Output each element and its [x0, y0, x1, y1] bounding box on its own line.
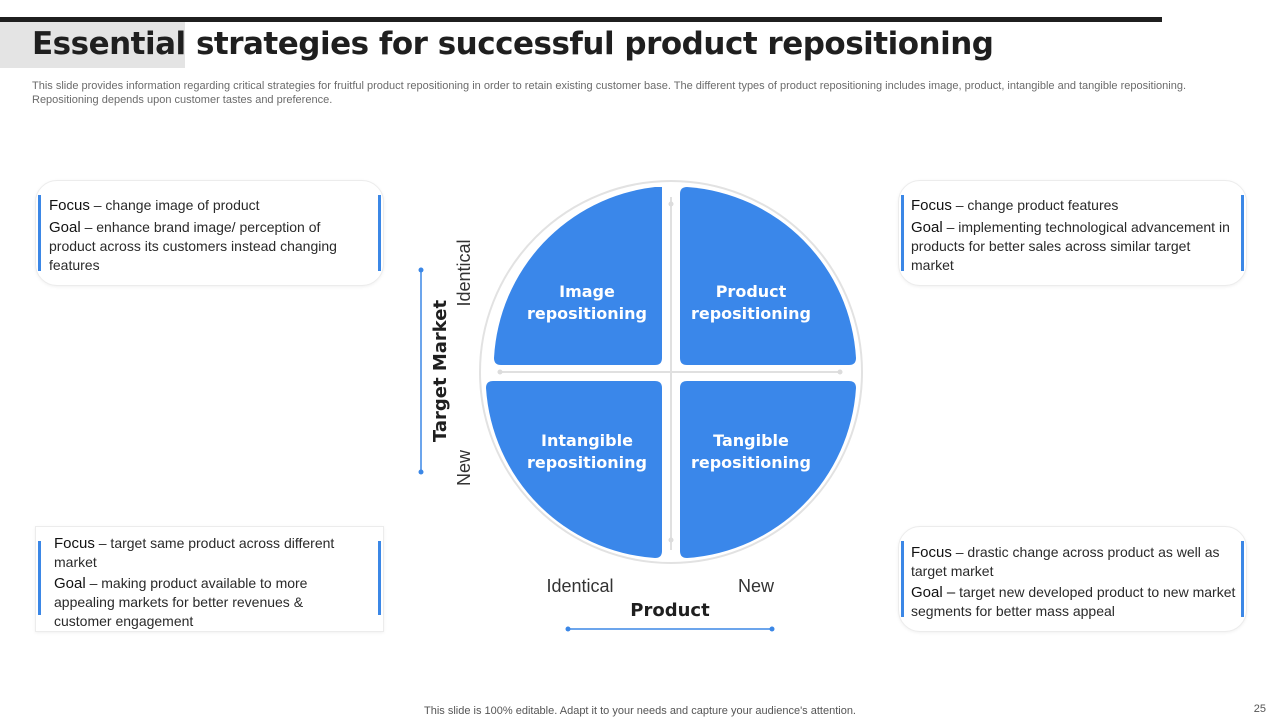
- box-accent-bar-left: [901, 195, 904, 271]
- outer-ring: [479, 180, 863, 564]
- focus-line: Focus – change product features: [911, 196, 1236, 215]
- goal-text: – implementing technological advancement…: [911, 219, 1230, 273]
- page-number: 25: [1253, 703, 1266, 715]
- quadrant-label-line: repositioning: [691, 453, 811, 472]
- quadrant-product-repositioning: [680, 187, 856, 365]
- goal-label: Goal: [911, 219, 943, 236]
- info-box-product-repositioning: Focus – change product features Goal – i…: [898, 180, 1247, 286]
- box-accent-bar-left: [38, 541, 41, 615]
- quadrant-intangible-repositioning: [486, 381, 662, 558]
- focus-label: Focus: [49, 197, 90, 214]
- box-text: Focus – drastic change across product as…: [911, 543, 1236, 621]
- x-axis-right-label: New: [738, 576, 775, 596]
- focus-text: – change product features: [951, 197, 1119, 213]
- quadrant-image-repositioning: [494, 187, 662, 365]
- focus-text: – target same product across different m…: [54, 535, 335, 570]
- page-subtitle: This slide provides information regardin…: [32, 80, 1187, 106]
- title-accent-block: [0, 22, 185, 68]
- goal-line: Goal – making product available to more …: [54, 574, 364, 631]
- box-text: Focus – target same product across diffe…: [54, 534, 364, 631]
- y-axis-endpoint: [418, 267, 424, 273]
- focus-text: – change image of product: [89, 197, 260, 213]
- cross-dot: [837, 369, 843, 375]
- x-axis-endpoint: [565, 626, 571, 632]
- info-box-intangible-repositioning: Focus – target same product across diffe…: [35, 526, 384, 632]
- focus-line: Focus – target same product across diffe…: [54, 534, 364, 572]
- quadrant-label-line: repositioning: [691, 304, 811, 323]
- quadrant-tangible-repositioning: [680, 381, 856, 558]
- box-accent-bar-right: [378, 541, 381, 615]
- goal-line: Goal – enhance brand image/ perception o…: [49, 218, 359, 275]
- box-accent-bar-left: [38, 195, 41, 271]
- top-rule: [0, 17, 1162, 22]
- x-axis-left-label: Identical: [546, 576, 613, 596]
- goal-line: Goal – implementing technological advanc…: [911, 218, 1236, 275]
- quadrant-label-line: repositioning: [527, 304, 647, 323]
- goal-label: Goal: [54, 575, 86, 592]
- goal-text: – enhance brand image/ perception of pro…: [49, 219, 337, 273]
- footer-note: This slide is 100% editable. Adapt it to…: [424, 705, 856, 717]
- cross-dot: [497, 369, 503, 375]
- x-axis-endpoint: [769, 626, 775, 632]
- focus-label: Focus: [911, 197, 952, 214]
- quadrant-label-line: Tangible: [713, 431, 789, 450]
- focus-label: Focus: [54, 535, 95, 552]
- goal-label: Goal –: [911, 584, 956, 601]
- focus-label: Focus: [911, 544, 952, 561]
- quadrant-label-line: Image: [559, 282, 615, 301]
- goal-line: Goal – target new developed product to n…: [911, 583, 1236, 621]
- box-accent-bar-right: [1241, 541, 1244, 617]
- y-axis-endpoint: [418, 469, 424, 475]
- y-axis-top-label: Identical: [454, 239, 474, 306]
- focus-line: Focus – change image of product: [49, 196, 359, 215]
- y-axis-bottom-label: New: [454, 449, 474, 486]
- quadrant-label-line: repositioning: [527, 453, 647, 472]
- box-accent-bar-right: [1241, 195, 1244, 271]
- page-title: Essential strategies for successful prod…: [32, 26, 994, 62]
- y-axis-title: Target Market: [430, 300, 451, 443]
- box-text: Focus – change image of product Goal – e…: [49, 196, 359, 275]
- info-box-tangible-repositioning: Focus – drastic change across product as…: [898, 526, 1247, 632]
- focus-line: Focus – drastic change across product as…: [911, 543, 1236, 581]
- quadrant-label-line: Product: [716, 282, 787, 301]
- box-accent-bar-right: [378, 195, 381, 271]
- box-accent-bar-left: [901, 541, 904, 617]
- cross-dot: [668, 201, 674, 207]
- goal-text: target new developed product to new mark…: [911, 584, 1236, 619]
- focus-text: – drastic change across product as well …: [911, 544, 1220, 579]
- cross-dot: [668, 537, 674, 543]
- box-text: Focus – change product features Goal – i…: [911, 196, 1236, 275]
- x-axis-title: Product: [630, 600, 710, 621]
- quadrant-label-line: Intangible: [541, 431, 633, 450]
- goal-label: Goal: [49, 219, 81, 236]
- goal-text: – making product available to more appea…: [54, 575, 308, 629]
- info-box-image-repositioning: Focus – change image of product Goal – e…: [35, 180, 384, 286]
